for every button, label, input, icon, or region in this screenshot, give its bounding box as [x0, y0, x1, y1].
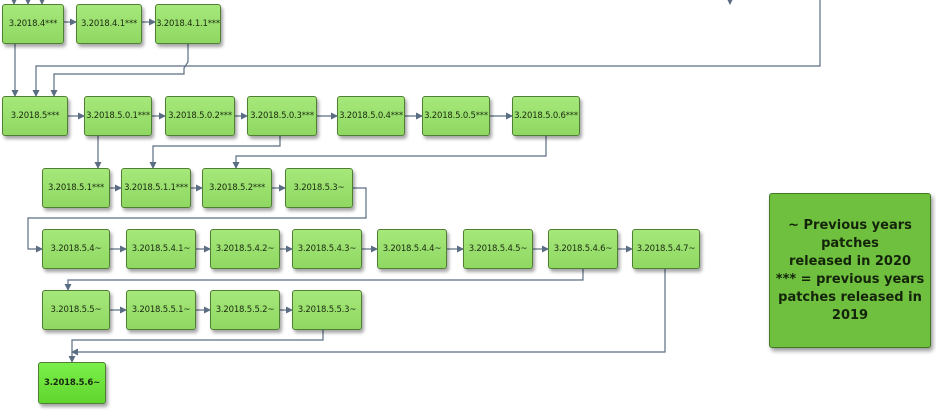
version-node: 3.2018.5.4.2~ [210, 229, 280, 269]
legend-line: patches released in 2019 [778, 289, 922, 323]
connector-arrow [32, 0, 821, 97]
version-node: 3.2018.5.0.6*** [512, 96, 580, 136]
version-node: 3.2018.5.5.2~ [210, 290, 280, 330]
version-node: 3.2018.4.1*** [76, 4, 142, 44]
version-node: 3.2018.5.4~ [42, 229, 110, 269]
version-node: 3.2018.5.3~ [285, 168, 353, 208]
version-node: 3.2018.5.4.1~ [126, 229, 196, 269]
connector-arrow [68, 330, 324, 363]
version-node: 3.2018.5.1*** [42, 168, 110, 208]
legend-line: released in 2020 [788, 253, 912, 269]
version-node: 3.2018.5.0.3*** [247, 96, 317, 136]
legend-line: *** = previous years [775, 271, 925, 287]
version-node: 3.2018.5.5.3~ [292, 290, 362, 330]
version-node: 3.2018.5.0.4*** [337, 96, 405, 136]
version-node: 3.2018.5.0.1*** [84, 96, 152, 136]
connector-arrow [27, 187, 367, 253]
version-node: 3.2018.5.4.5~ [463, 229, 533, 269]
version-node: 3.2018.5.4.3~ [292, 229, 362, 269]
version-node: 3.2018.5.4.6~ [548, 229, 618, 269]
version-node: 3.2018.5.5~ [42, 290, 110, 330]
connector-arrow [64, 269, 584, 291]
version-node: 3.2018.4*** [2, 4, 64, 44]
version-node: 3.2018.5.0.5*** [422, 96, 490, 136]
version-node: 3.2018.5.1.1*** [121, 168, 191, 208]
version-node: 3.2018.5.4.4~ [377, 229, 447, 269]
connector-arrow [50, 44, 189, 97]
legend-line: ~ Previous years patches [788, 217, 912, 251]
version-node: 3.2018.5.5.1~ [126, 290, 196, 330]
node-current-version: 3.2018.5.6~ [38, 362, 106, 404]
version-node: 3.2018.5.2*** [202, 168, 272, 208]
version-node: 3.2018.5.0.2*** [165, 96, 235, 136]
legend-box: ~ Previous years patches released in 202… [769, 193, 931, 348]
version-node: 3.2018.5*** [2, 96, 68, 136]
connector-arrow [71, 269, 666, 356]
version-node: 3.2018.4.1.1*** [155, 4, 221, 44]
connector-arrow [232, 136, 547, 169]
version-node: 3.2018.5.4.7~ [632, 229, 700, 269]
connector-arrow [149, 136, 281, 169]
